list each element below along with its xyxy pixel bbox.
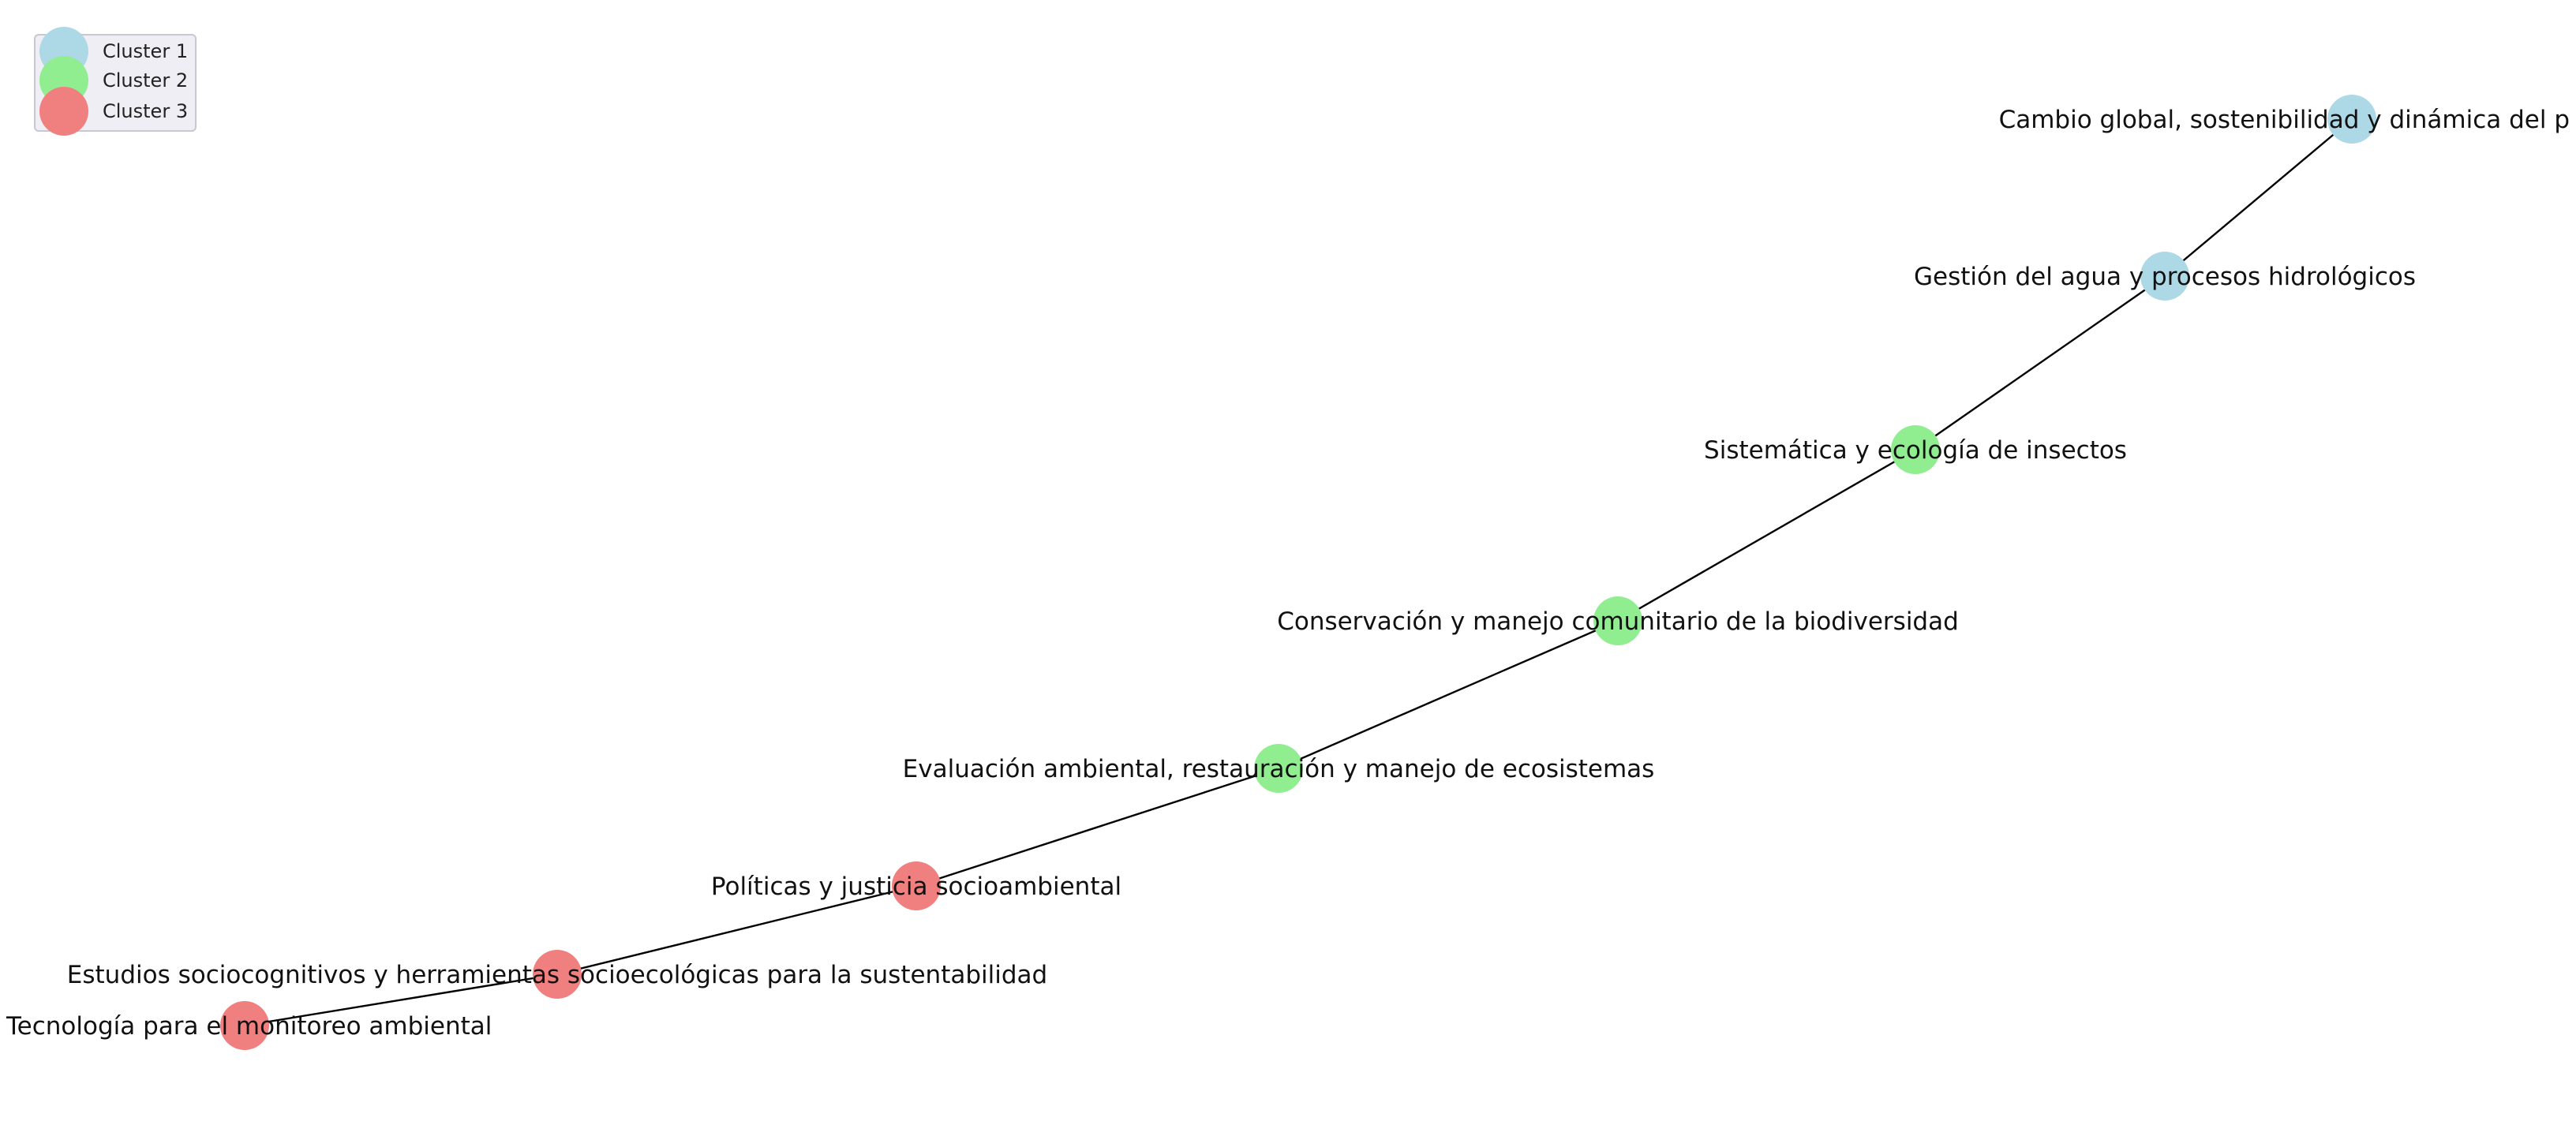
node-7 [220,1001,269,1050]
node-2 [1891,425,1940,474]
node-1 [2140,252,2189,301]
node-label-5: Políticas y justicia socioambiental [711,873,1121,901]
edge-0-1 [2164,118,2353,277]
node-3 [1593,596,1642,645]
edges-layer [244,118,2353,1027]
edge-5-6 [556,884,917,976]
node-label-2: Sistemática y ecología de insectos [1704,436,2127,465]
node-label-3: Conservación y manejo comunitario de la … [1277,607,1959,636]
node-5 [892,861,941,910]
node-4 [1254,744,1303,793]
edge-2-3 [1617,448,1916,622]
node-label-0: Cambio global, sostenibilidad y dinámica… [1999,106,2570,134]
legend-marker-cluster-3 [39,87,88,136]
edge-4-5 [915,767,1279,888]
edge-3-4 [1278,619,1619,770]
legend-item-cluster-3: Cluster 3 [39,87,188,136]
legend: Cluster 1 Cluster 2 Cluster 3 [34,27,197,136]
edge-6-7 [244,973,558,1027]
node-label-1: Gestión del agua y procesos hidrológicos [1914,263,2416,291]
nodes-layer [220,95,2376,1050]
labels-layer: Cambio global, sostenibilidad y dinámica… [6,106,2570,1041]
node-label-7: Tecnología para el monitoreo ambiental [6,1012,492,1041]
node-6 [533,950,582,999]
node-label-4: Evaluación ambiental, restauración y man… [903,755,1655,783]
legend-label-cluster-1: Cluster 1 [103,40,188,62]
node-label-6: Estudios sociocognitivos y herramientas … [67,961,1047,989]
edge-1-2 [1915,275,2166,450]
node-0 [2327,95,2376,144]
legend-label-cluster-3: Cluster 3 [103,100,188,122]
legend-label-cluster-2: Cluster 2 [103,69,188,92]
